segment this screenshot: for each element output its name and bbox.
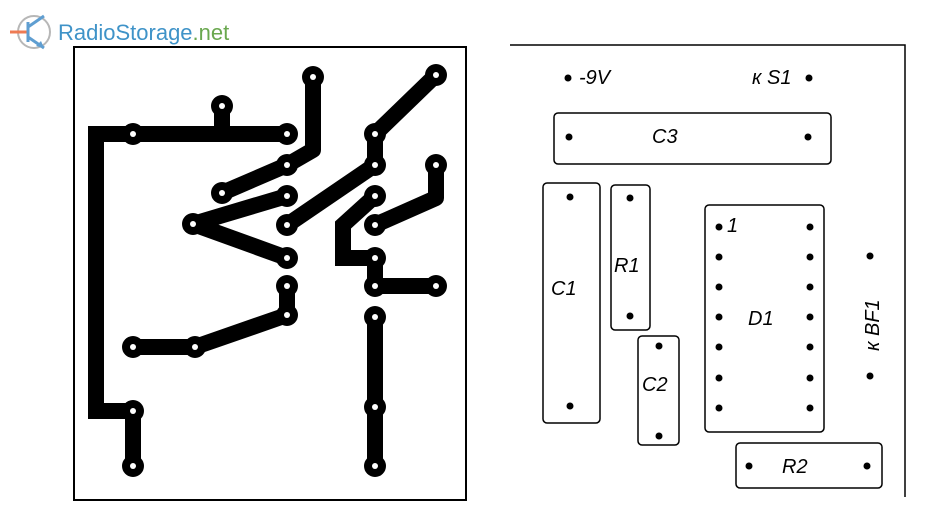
- trace-left-frame: [88, 126, 133, 419]
- component-c2: [637, 335, 680, 446]
- label-r1: R1: [614, 255, 640, 277]
- pcb-pads: [122, 64, 447, 477]
- component-d1: [704, 204, 825, 433]
- logo-radio: Radio: [58, 20, 116, 45]
- label-minus9v: -9V: [579, 67, 612, 89]
- trace-diag-2: [279, 67, 444, 233]
- terminal-s1: [805, 74, 813, 82]
- radiostorage-logo: [8, 10, 258, 50]
- pcb-board-outline: [73, 46, 467, 501]
- label-c2: C2: [642, 374, 668, 396]
- logo-text: RadioStorage.net: [58, 20, 229, 46]
- logo-storage: Storage: [115, 20, 193, 45]
- trace-v-shape: [185, 188, 295, 266]
- label-d1-pin1: 1: [727, 215, 738, 237]
- trace-lower-diag: [125, 278, 295, 355]
- label-r2: R2: [782, 456, 808, 478]
- component-c1: [542, 182, 601, 424]
- label-c1: C1: [551, 278, 577, 300]
- component-c3: [553, 112, 832, 165]
- label-c3: C3: [652, 126, 678, 148]
- terminal-bf1-b: [866, 372, 874, 380]
- label-d1: D1: [748, 308, 774, 330]
- component-r1: [610, 184, 651, 331]
- terminal-minus9v: [564, 74, 572, 82]
- terminal-bf1-a: [866, 252, 874, 260]
- trace-diag-1: [214, 69, 321, 201]
- label-ks1: к S1: [752, 67, 791, 89]
- component-r2: [735, 442, 883, 489]
- component-board-outline: [510, 44, 906, 497]
- logo-net: .net: [192, 20, 230, 45]
- component-side: -9V к S1 C3 C1 R1 C2 1 D1 к BF1: [510, 44, 906, 497]
- transistor-logo-icon: [10, 14, 51, 50]
- label-kbf1: к BF1: [862, 299, 884, 351]
